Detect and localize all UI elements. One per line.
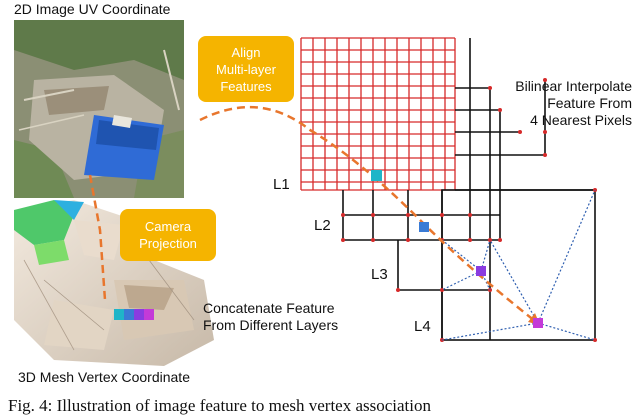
image-uv-title: 2D Image UV Coordinate <box>14 1 171 17</box>
feature-square-l3 <box>476 266 486 276</box>
bilinear-annotation: Bilinear Interpolate Feature From 4 Near… <box>515 78 632 128</box>
align-badge: Align Multi-layer Features <box>198 36 294 102</box>
mesh-image <box>14 200 214 366</box>
interpolation-lines <box>441 189 596 341</box>
level-label-l1: L1 <box>273 176 290 193</box>
figure-caption: Fig. 4: Illustration of image feature to… <box>8 396 431 415</box>
camera-arrow <box>88 174 107 301</box>
aerial-image <box>14 20 184 198</box>
feature-square-l1 <box>371 170 382 181</box>
grid-l1 <box>300 37 456 191</box>
level-label-l2: L2 <box>314 217 331 234</box>
camera-badge: Camera Projection <box>120 209 216 261</box>
align-arrow <box>199 105 541 326</box>
grid-l2 <box>342 38 595 241</box>
mesh-vertex-title: 3D Mesh Vertex Coordinate <box>18 369 190 385</box>
level-label-l4: L4 <box>414 318 431 335</box>
concatenated-feature <box>114 309 154 320</box>
feature-square-l4 <box>533 318 543 328</box>
level-label-l3: L3 <box>371 266 388 283</box>
grid-l4 <box>441 189 596 341</box>
feature-square-l2 <box>419 222 429 232</box>
concat-annotation: Concatenate Feature From Different Layer… <box>203 300 339 333</box>
